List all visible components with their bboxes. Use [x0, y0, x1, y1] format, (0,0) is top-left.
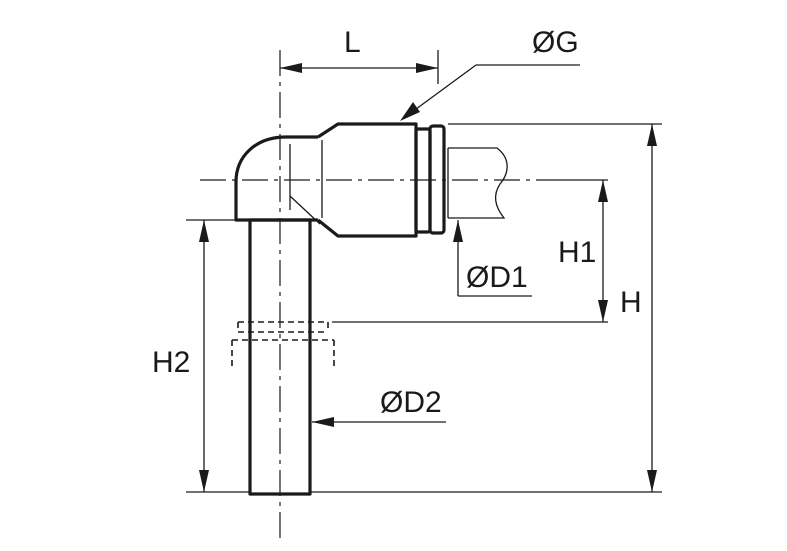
- stem-outline: [248, 218, 312, 496]
- arrowhead: [598, 180, 608, 202]
- elbow-outline: [234, 135, 318, 222]
- label-D2: ØD2: [380, 386, 442, 419]
- label-H2: H2: [152, 346, 190, 379]
- arrowhead: [647, 470, 657, 492]
- arrowhead: [598, 300, 608, 322]
- dimension-H: H: [620, 124, 657, 492]
- dimension-L: L: [280, 26, 438, 73]
- stem: [248, 218, 312, 496]
- leader-G: ØG: [400, 26, 580, 121]
- arrowhead: [199, 220, 209, 242]
- label-D1: ØD1: [466, 261, 528, 294]
- hidden-mounting-ring: [231, 321, 335, 370]
- label-H1: H1: [558, 236, 596, 269]
- arrowhead: [312, 417, 334, 427]
- arrowhead: [280, 63, 302, 73]
- arrowhead: [400, 102, 420, 121]
- arrowhead: [199, 470, 209, 492]
- elbow-junction: [289, 195, 321, 225]
- label-G: ØG: [532, 26, 579, 59]
- dimension-H2: H2: [152, 220, 209, 492]
- label-L: L: [344, 26, 361, 59]
- arrowhead: [647, 124, 657, 146]
- arrowhead: [453, 220, 463, 242]
- extension-lines: [186, 50, 662, 493]
- leader-D2: ØD2: [312, 386, 446, 427]
- inserted-tube: [447, 147, 508, 219]
- leader-D1: ØD1: [453, 220, 532, 297]
- release-collet-cap: [428, 124, 446, 235]
- label-H: H: [620, 286, 642, 319]
- tube-outline: [448, 147, 508, 219]
- dimension-H1: H1: [558, 180, 608, 322]
- elbow-body: [234, 122, 446, 238]
- center-lines: [200, 50, 555, 538]
- arrowhead: [416, 63, 438, 73]
